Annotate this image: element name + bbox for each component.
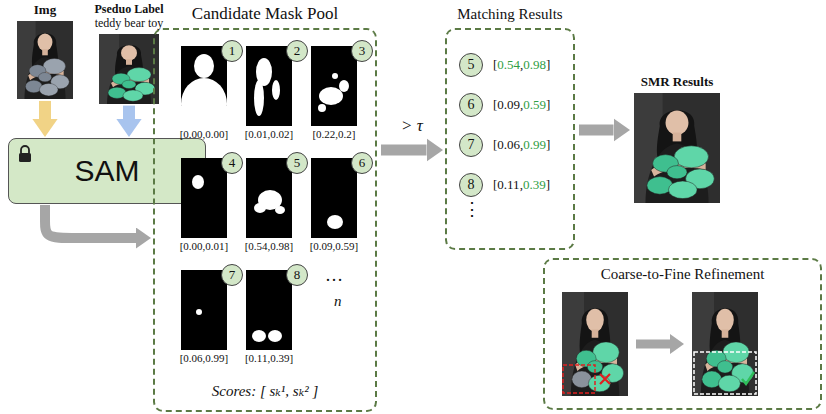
score-range: [0.54,0.98]	[493, 57, 550, 73]
flow-arrow	[123, 106, 135, 119]
flow-arrow	[579, 125, 614, 136]
mask-image	[311, 46, 357, 126]
figure-subheading: teddy bear toy	[88, 17, 170, 31]
callout-number: 6	[351, 152, 373, 174]
image-figure: Img	[14, 3, 76, 99]
callout-number: 8	[286, 264, 308, 286]
model-box: SAM	[8, 138, 206, 204]
mask-tile: 3[0.22,0.2]	[311, 40, 373, 144]
callout-number: 3	[351, 40, 373, 62]
callout-number: 7	[221, 264, 243, 286]
lock-icon	[17, 144, 33, 163]
mask-image	[311, 158, 357, 238]
callout-number: 8	[459, 173, 483, 197]
mask-tile: 5[0.54,0.98]	[246, 152, 308, 256]
callout-number: 1	[221, 40, 243, 62]
score-pair: [0.06,0.99]	[174, 352, 234, 365]
callout-number: 7	[459, 133, 483, 157]
score-pair: [0.01,0.02]	[239, 128, 299, 141]
mask-tile: 8[0.11,0.39]	[246, 264, 308, 368]
ellipsis: ⋮	[463, 200, 481, 218]
image-figure: SMR Results	[632, 75, 722, 203]
image-figure: Pseduo Labelteddy bear toy	[88, 3, 170, 104]
figure-heading: Img	[14, 3, 76, 18]
callout-number: 5	[459, 53, 483, 77]
flow-arrow	[636, 340, 670, 349]
flow-arrow	[39, 101, 51, 119]
check-mark	[742, 372, 754, 384]
highlight-box	[694, 352, 756, 394]
flow-arrow	[381, 145, 427, 156]
photo	[17, 21, 73, 99]
group-box: Coarse-to-Fine Refinement	[543, 258, 822, 410]
ellipsis: …	[325, 266, 343, 284]
match-entry: 8 [0.11,0.39]	[459, 172, 571, 198]
edge-label: > τ	[399, 116, 425, 136]
score-pair: [0.00,0.01]	[174, 240, 234, 253]
count-label: n	[334, 294, 342, 309]
callout-number: 2	[286, 40, 308, 62]
photo	[99, 34, 159, 104]
match-entry: 5 [0.54,0.98]	[459, 52, 571, 78]
score-formula: Scores: [ sₖ¹, sₖ² ]	[155, 382, 375, 400]
callout-number: 5	[286, 152, 308, 174]
mask-image	[181, 270, 227, 350]
photo	[634, 93, 720, 203]
mask-image	[246, 270, 292, 350]
score-range: [0.06,0.99]	[493, 137, 550, 153]
score-pair: [0.11,0.39]	[239, 352, 299, 365]
cross-mark	[600, 374, 610, 384]
score-range: [0.09,0.59]	[493, 97, 550, 113]
figure-heading: SMR Results	[632, 75, 722, 90]
match-entry: 6 [0.09,0.59]	[459, 92, 571, 118]
photo	[562, 292, 628, 396]
group-heading: Matching Results	[447, 5, 573, 23]
photo	[692, 292, 758, 396]
score-pair: [0.00,0.00]	[174, 128, 234, 141]
mask-tile: 7[0.06,0.99]	[181, 264, 243, 368]
highlight-box	[563, 365, 595, 393]
match-entry: 7 [0.06,0.99]	[459, 132, 571, 158]
group-heading: Candidate Mask Pool	[155, 4, 375, 24]
mask-image	[181, 158, 227, 238]
mask-image	[246, 46, 292, 126]
model-name: SAM	[74, 154, 139, 188]
group-heading: Coarse-to-Fine Refinement	[545, 265, 820, 283]
callout-number: 6	[459, 93, 483, 117]
flow-arrow	[45, 205, 136, 238]
score-range: [0.11,0.39]	[493, 177, 550, 193]
score-pair: [0.22,0.2]	[304, 128, 364, 141]
group-box: Candidate Mask PoolScores: [ sₖ¹, sₖ² ]1…	[153, 28, 377, 412]
mask-tile: 1[0.00,0.00]	[181, 40, 243, 144]
score-pair: [0.54,0.98]	[239, 240, 299, 253]
score-pair: [0.09,0.59]	[304, 240, 364, 253]
callout-number: 4	[221, 152, 243, 174]
mask-image	[246, 158, 292, 238]
arrow-head	[670, 334, 684, 354]
mask-tile: 2[0.01,0.02]	[246, 40, 308, 144]
figure-heading: Pseduo Label	[88, 3, 170, 17]
mask-tile: 4[0.00,0.01]	[181, 152, 243, 256]
mask-image	[181, 46, 227, 126]
mask-tile: 6[0.09,0.59]	[311, 152, 373, 256]
